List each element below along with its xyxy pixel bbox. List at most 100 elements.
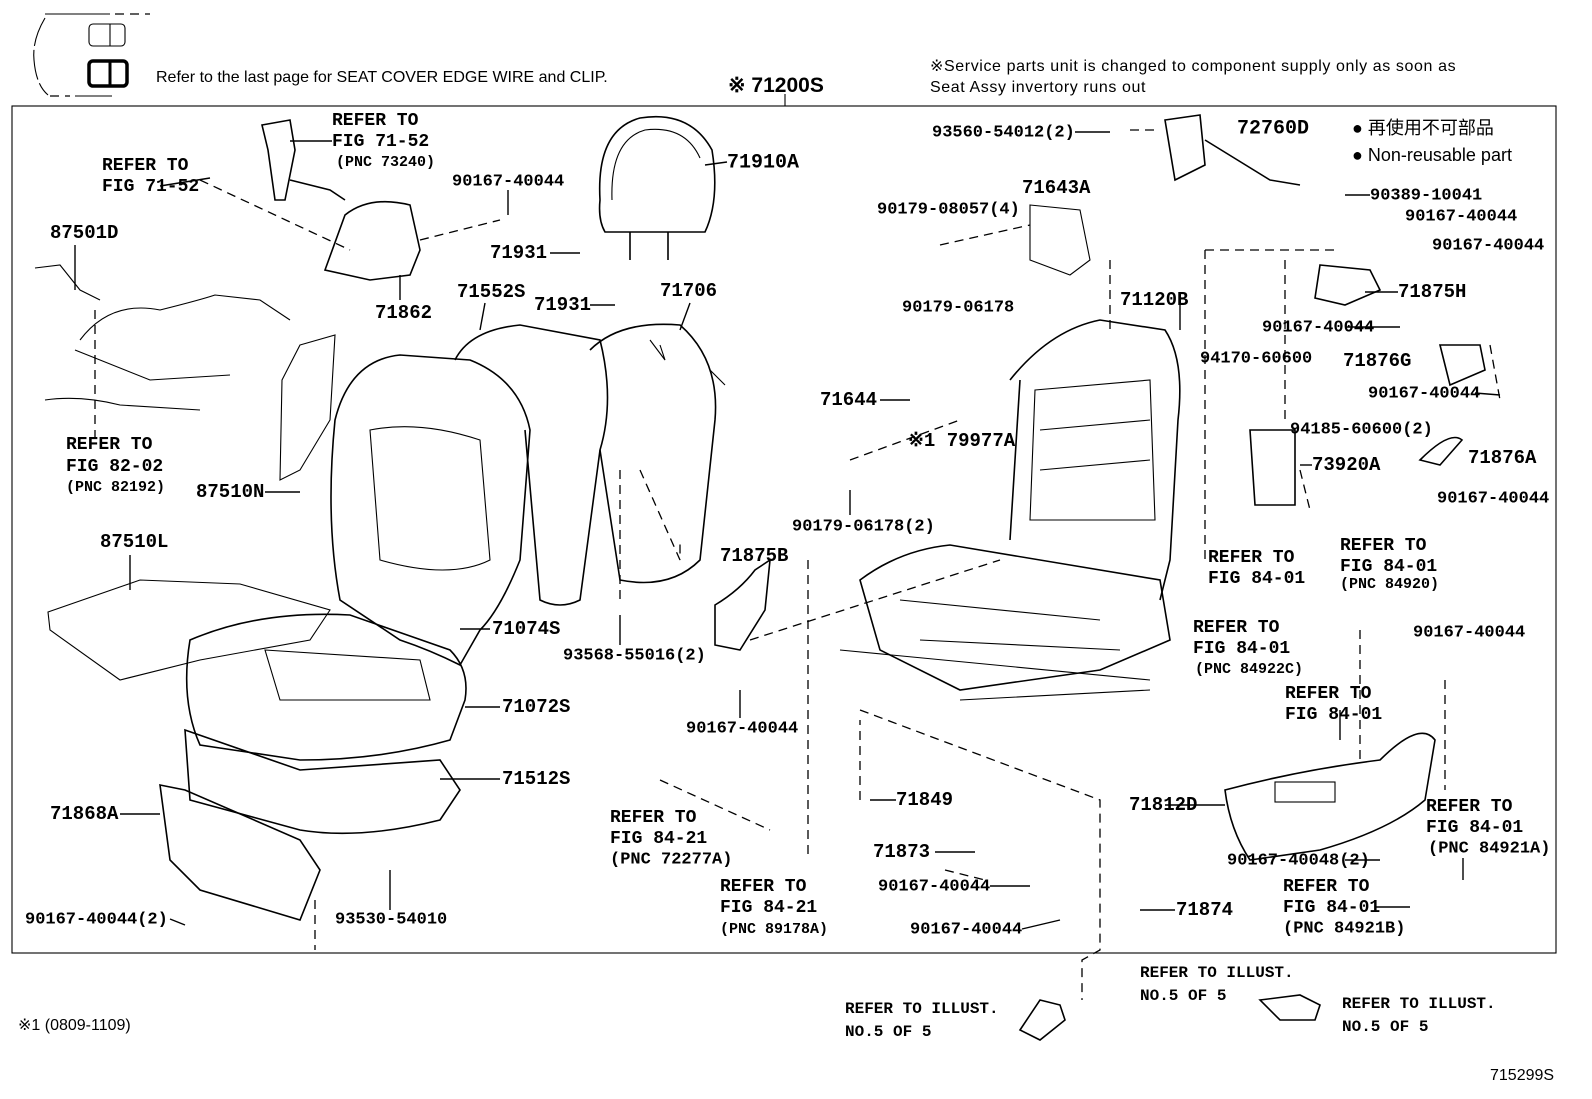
callout-label: (PNC 84921B): [1283, 919, 1405, 938]
assembly-label: ※ 71200S: [728, 74, 824, 97]
callout-label: 87510N: [196, 481, 264, 503]
seat-belt-buckle-part: [261, 119, 346, 201]
recliner-bracket-part: [1029, 204, 1091, 276]
service-note-line2: Seat Assy invertory runs out: [930, 79, 1146, 96]
seat-cushion-part: [184, 613, 467, 835]
outside-ref-3-line1: REFER TO ILLUST.: [1342, 995, 1496, 1013]
legend-non-reusable-en: ● Non-reusable part: [1352, 145, 1512, 165]
edge-wire-icon: [88, 23, 126, 47]
assembly-frame: [11, 105, 1557, 954]
callout-label: REFER TO: [66, 435, 153, 455]
callout-label: 90167-40044: [1368, 384, 1480, 403]
callout-label: 71512S: [502, 768, 570, 790]
callout-label: 71643A: [1022, 177, 1091, 199]
callout-label: FIG 71-52: [102, 177, 199, 197]
callout-label: 71931: [490, 242, 547, 264]
callout-label: 71876A: [1468, 447, 1537, 469]
callout-label: REFER TO: [1193, 618, 1280, 638]
callout-label: 71072S: [502, 696, 570, 718]
callout-label: 73920A: [1312, 454, 1381, 476]
legend-non-reusable-jp: ● 再使用不可部品: [1352, 118, 1494, 138]
callout-label: 87510L: [100, 531, 168, 553]
outside-ref-2-line1: REFER TO ILLUST.: [845, 1000, 999, 1018]
callout-label: 71876G: [1343, 350, 1411, 372]
callout-label: 90167-40044: [1413, 623, 1525, 642]
outside-ref-3-line2: NO.5 OF 5: [1342, 1018, 1428, 1036]
wire-harness-part: [34, 264, 291, 411]
callout-label: 71862: [375, 302, 432, 324]
lumbar-switch-72760d-part: [1164, 114, 1301, 186]
callout-label: 93530-54010: [335, 910, 447, 929]
outside-ref-1-line1: REFER TO ILLUST.: [1140, 964, 1294, 982]
back-board-part: [279, 334, 336, 481]
cover-71876g-part: [1438, 344, 1486, 387]
callout-label: FIG 84-21: [720, 898, 817, 918]
callout-label: ※1 79977A: [908, 430, 1016, 452]
callout-label: 71873: [873, 841, 930, 863]
callout-label: REFER TO: [720, 877, 807, 897]
callout-label: 90167-40044: [1262, 318, 1374, 337]
side-cover-part: [1224, 732, 1436, 861]
callout-label: (PNC 84920): [1340, 576, 1439, 593]
callout-label: FIG 82-02: [66, 457, 163, 477]
clip-icon: [87, 59, 129, 88]
callout-label: 71868A: [50, 803, 119, 825]
cover-71875h-part: [1314, 264, 1382, 306]
callout-label: (PNC 72277A): [610, 850, 732, 869]
callout-label: FIG 84-01: [1193, 639, 1290, 659]
seat-cover-note: Refer to the last page for SEAT COVER ED…: [156, 69, 608, 86]
buckle-cover-part: [323, 200, 421, 281]
power-switch-part: [1274, 781, 1336, 803]
callout-label: REFER TO: [1285, 684, 1372, 704]
callout-label: (PNC 82192): [66, 479, 165, 496]
callout-label: FIG 84-01: [1285, 705, 1382, 725]
outside-part-1: [1018, 999, 1066, 1041]
outside-ref-1-line2: NO.5 OF 5: [1140, 987, 1226, 1005]
callout-label: 90389-10041: [1370, 186, 1482, 205]
callout-label: 71706: [660, 280, 717, 302]
seatback-cover-part: [330, 323, 726, 667]
callout-label: 71931: [534, 294, 591, 316]
callout-label: 71074S: [492, 618, 560, 640]
service-note-line1: ※Service parts unit is changed to compon…: [930, 58, 1456, 75]
assembly-guide-lines: [94, 129, 1501, 1000]
callout-label: 90167-40048(2): [1227, 851, 1370, 870]
callout-label: 90167-40044: [452, 172, 564, 191]
callout-label: REFER TO: [610, 808, 697, 828]
shield-71875b-part: [714, 558, 771, 651]
headrest-part: [598, 115, 716, 260]
callout-label: 90179-06178(2): [792, 517, 935, 536]
callout-label: 90167-40044: [686, 719, 798, 738]
outside-ref-2-line2: NO.5 OF 5: [845, 1023, 931, 1041]
footnote: ※1 (0809-1109): [18, 1017, 131, 1034]
callout-label: (PNC 84922C): [1195, 661, 1303, 678]
leader-lines: [74, 131, 1501, 930]
seat-heater-part: [47, 579, 331, 681]
callout-label: 71910A: [727, 151, 799, 174]
callout-label: FIG 84-01: [1426, 818, 1523, 838]
callout-label: 71812D: [1129, 794, 1197, 816]
callout-label: REFER TO: [1208, 548, 1295, 568]
callout-label: REFER TO: [1340, 536, 1427, 556]
callout-label: 71874: [1176, 899, 1233, 921]
edge-wire-clip-legend: [33, 13, 150, 97]
callout-label: (PNC 84921A): [1428, 839, 1550, 858]
callout-label: 71849: [896, 789, 953, 811]
callout-label: FIG 84-21: [610, 829, 707, 849]
seat-frame-part: [839, 319, 1296, 701]
callout-label: 87501D: [50, 222, 118, 244]
callout-label: 90167-40044(2): [25, 910, 168, 929]
callout-label: (PNC 73240): [336, 154, 435, 171]
callout-label: FIG 84-01: [1340, 557, 1437, 577]
callout-label: FIG 71-52: [332, 132, 429, 152]
outside-part-2: [1258, 994, 1321, 1021]
callout-label: REFER TO: [1283, 877, 1370, 897]
callout-label: REFER TO: [332, 111, 419, 131]
callout-label: FIG 84-01: [1208, 569, 1305, 589]
callout-label: 94170-60600: [1200, 349, 1312, 368]
lumbar-support-part: [1249, 429, 1296, 506]
callout-label: 93568-55016(2): [563, 646, 706, 665]
figure-id: 715299S: [1490, 1067, 1554, 1084]
